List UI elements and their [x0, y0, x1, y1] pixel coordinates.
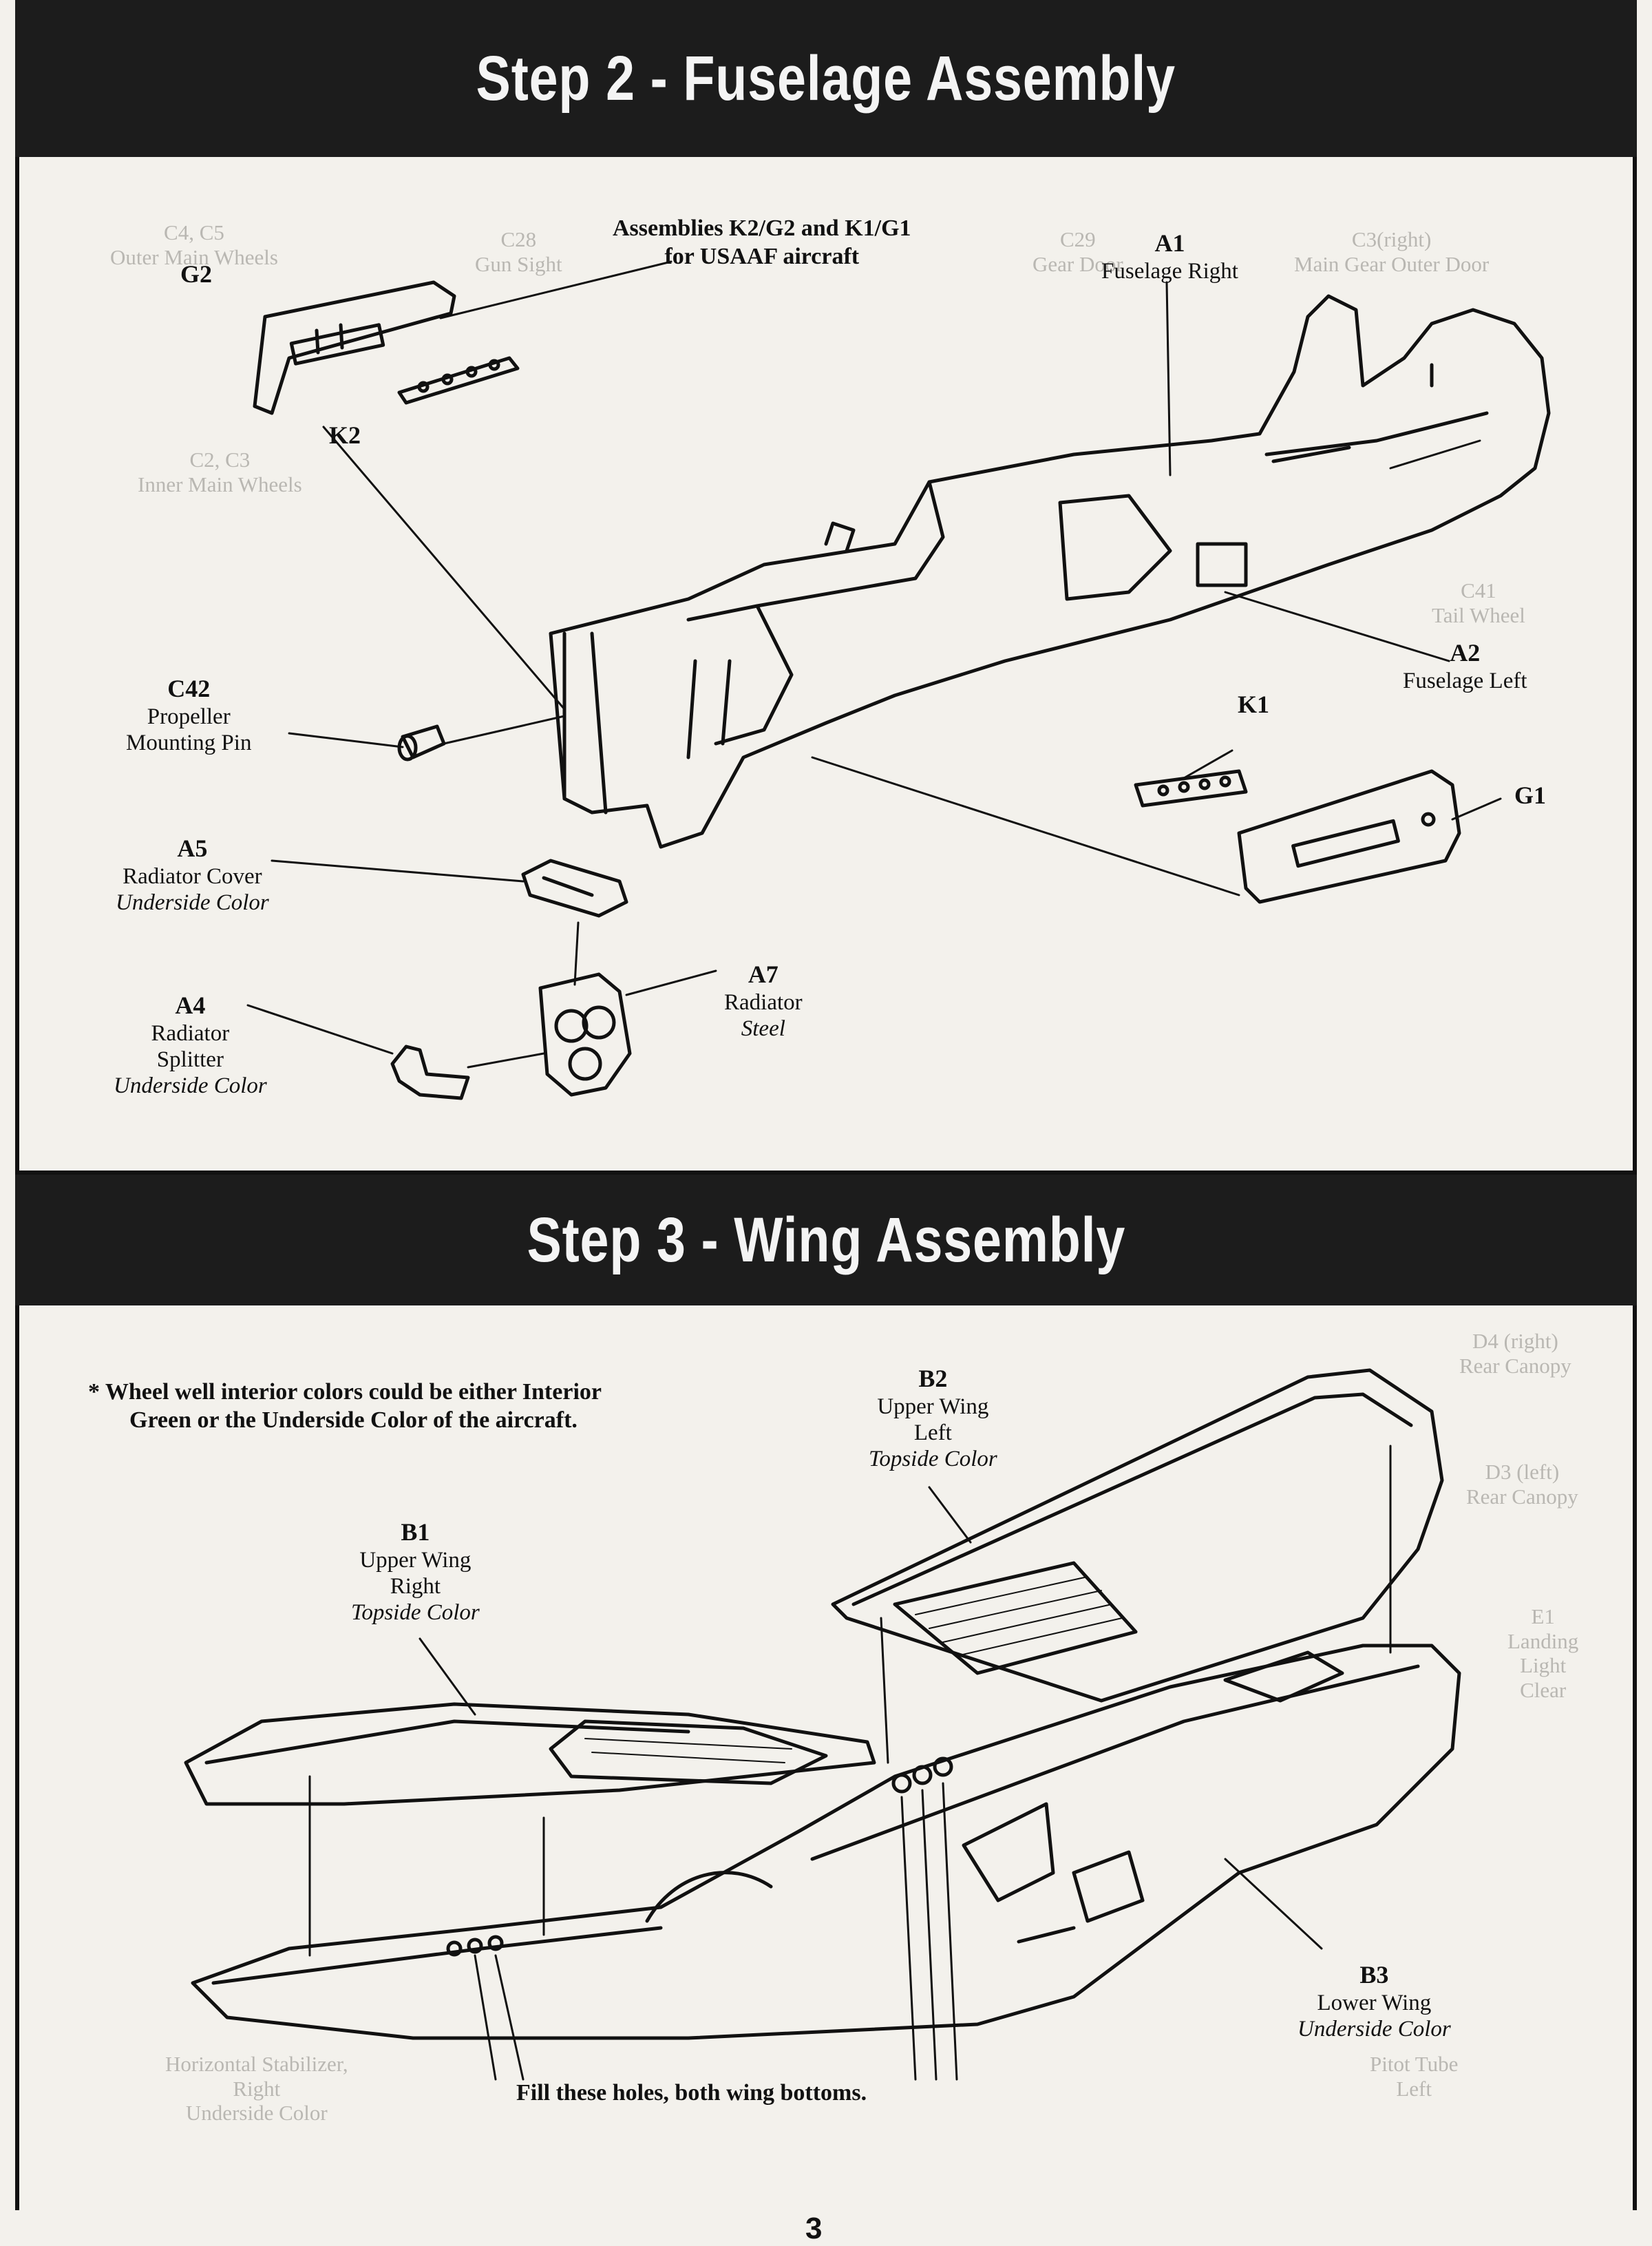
g1-code: G1 — [1514, 781, 1547, 809]
b3-lower-wing-part — [191, 1644, 1461, 2040]
a5-name: Radiator Cover — [123, 863, 262, 889]
label-a4: A4 Radiator Splitter Underside Color — [114, 991, 267, 1100]
a1-code: A1 — [1154, 229, 1185, 257]
a5-code: A5 — [177, 835, 208, 862]
label-a7: A7 Radiator Steel — [724, 961, 803, 1042]
usaaf-assemblies-note: Assemblies K2/G2 and K1/G1 for USAAF air… — [613, 215, 911, 271]
label-b2: B2 Upper Wing Left Topside Color — [869, 1365, 997, 1473]
label-c42: C42 Propeller Mounting Pin — [126, 675, 251, 756]
c42-code: C42 — [167, 675, 211, 702]
b1-name2: Right — [390, 1574, 441, 1599]
b2-name1: Upper Wing — [877, 1394, 989, 1419]
wheel-well-note-line2: Green or the Underside Color of the airc… — [129, 1407, 578, 1433]
step-3-title: Step 3 - Wing Assembly — [527, 1204, 1125, 1275]
c42-name2: Mounting Pin — [126, 731, 252, 756]
leader-lines-step2 — [246, 260, 1502, 1069]
b3-color: Underside Color — [1298, 2017, 1451, 2042]
label-b1: B1 Upper Wing Right Topside Color — [351, 1518, 480, 1626]
step-2-title: Step 2 - Fuselage Assembly — [476, 43, 1176, 114]
bleed-through-text: D4 (right)Rear Canopy — [1459, 1329, 1571, 1378]
wheel-well-note-line1: * Wheel well interior colors could be ei… — [88, 1379, 602, 1405]
b2-name2: Left — [913, 1420, 952, 1446]
k1-code: K1 — [1238, 691, 1270, 718]
label-g1: G1 — [1514, 781, 1546, 810]
a4-splitter-part — [390, 1045, 470, 1100]
page-frame — [15, 0, 1637, 2210]
a7-code: A7 — [748, 961, 779, 988]
usaaf-note-line1: Assemblies K2/G2 and K1/G1 — [613, 216, 911, 241]
label-a2: A2 Fuselage Left — [1403, 639, 1527, 694]
c42-pin-part — [397, 724, 446, 762]
divider — [15, 1171, 1637, 1175]
b3-name: Lower Wing — [1317, 1990, 1432, 2015]
b1-name1: Upper Wing — [359, 1547, 472, 1573]
b1-code: B1 — [401, 1518, 430, 1546]
k1-gun-strip-part — [1134, 769, 1248, 808]
g1-panel-part — [1237, 769, 1461, 904]
b1-color: Topside Color — [351, 1600, 480, 1626]
a4-code: A4 — [175, 991, 206, 1019]
step-2-banner: Step 2 - Fuselage Assembly — [15, 0, 1637, 157]
g2-code: G2 — [180, 260, 213, 288]
fill-holes-note: Fill these holes, both wing bottoms. — [516, 2080, 867, 2106]
label-a5: A5 Radiator Cover Underside Color — [116, 835, 269, 916]
a4-name2: Splitter — [156, 1047, 224, 1073]
b1-upper-wing-part — [184, 1702, 876, 1806]
a1-name: Fuselage Right — [1101, 258, 1238, 284]
bleed-through-text: D3 (left)Rear Canopy — [1466, 1460, 1578, 1509]
leader-lines-step3 — [308, 1445, 1392, 2081]
page-number: 3 — [805, 2212, 823, 2245]
b2-code: B2 — [918, 1365, 948, 1392]
b2-color: Topside Color — [869, 1447, 997, 1472]
step-3-banner: Step 3 - Wing Assembly — [15, 1175, 1637, 1305]
g2-panel-part — [253, 280, 456, 415]
c42-name1: Propeller — [147, 704, 231, 729]
label-k1: K1 — [1238, 691, 1269, 720]
b3-code: B3 — [1359, 1961, 1389, 1988]
bleed-through-text: C3(right)Main Gear Outer Door — [1294, 227, 1490, 276]
label-k2: K2 — [329, 421, 361, 450]
wheel-well-note: * Wheel well interior colors could be ei… — [88, 1378, 602, 1435]
label-b3: B3 Lower Wing Underside Color — [1298, 1961, 1451, 2042]
a2-name: Fuselage Left — [1403, 668, 1527, 693]
a2-code: A2 — [1450, 639, 1481, 667]
k2-gun-strip-part — [397, 356, 520, 405]
k2-code: K2 — [329, 421, 361, 449]
a4-name1: Radiator — [151, 1020, 230, 1046]
label-g2: G2 — [180, 260, 212, 289]
a5-radiator-cover-part — [521, 859, 628, 918]
b2-upper-wing-part — [831, 1368, 1444, 1703]
a5-color: Underside Color — [116, 890, 269, 916]
fuselage-part — [549, 294, 1551, 849]
label-a1: A1 Fuselage Right — [1101, 229, 1238, 284]
a7-radiator-part — [538, 972, 632, 1097]
usaaf-note-line2: for USAAF aircraft — [664, 243, 860, 269]
a7-name: Radiator — [724, 989, 803, 1015]
a4-color: Underside Color — [114, 1073, 267, 1099]
a7-color: Steel — [741, 1016, 785, 1042]
